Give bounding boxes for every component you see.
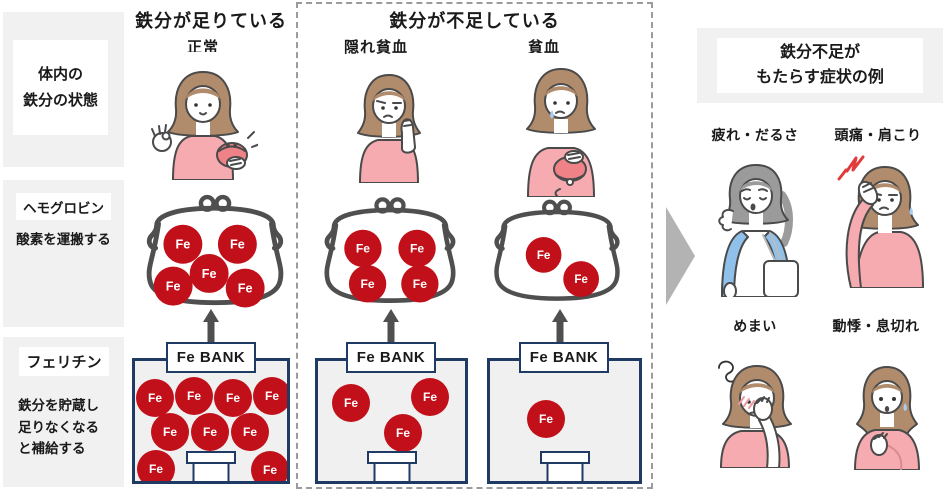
section-deficient-header: 鉄分が不足している — [389, 11, 560, 31]
dizziness-woman-icon — [718, 360, 792, 468]
fe-coin-label: Fe — [238, 281, 253, 295]
symptom-label-palpitations: 動悸・息切れ — [832, 318, 920, 334]
bank-pedestal-top — [366, 451, 417, 464]
ferritin-desc: 鉄分を貯蔵し 足りなくなる と補給する — [18, 395, 124, 460]
column-hidden-anemia-label: 隠れ貧血 — [343, 39, 408, 56]
up-arrow-icon — [203, 309, 219, 345]
bank-pedestal-column — [192, 462, 230, 481]
fe-coin: Fe — [332, 384, 370, 422]
fe-coin-label: Fe — [356, 242, 370, 256]
state-label-line1: 体内の — [37, 66, 83, 83]
fe-coin: Fe — [527, 400, 565, 438]
column-normal-label: 正常 — [186, 39, 219, 56]
symptom-label-dizziness: めまい — [733, 318, 777, 334]
bank-pedestal-top — [539, 451, 590, 464]
fe-coin — [563, 261, 599, 297]
arrow-right-icon — [666, 207, 695, 305]
symptoms-header-line2: もたらす症状の例 — [756, 68, 884, 86]
fe-coin-label: Fe — [413, 277, 427, 291]
ferritin-desc-line3: と補給する — [18, 441, 86, 457]
symptoms-header-box: 鉄分不足が もたらす症状の例 — [697, 28, 943, 103]
deficient-section-border — [296, 2, 653, 489]
headache-woman-icon — [837, 155, 924, 288]
fe-coin: Fe — [137, 450, 175, 481]
fe-coin-label: Fe — [175, 238, 190, 252]
fe-coin — [217, 224, 257, 264]
ferritin-desc-line2: 足りなくなる — [18, 419, 99, 435]
symptom-label-fatigue: 疲れ・だるさ — [711, 127, 799, 143]
illustration-fatigue — [700, 143, 810, 297]
fatigue-woman-icon — [718, 164, 799, 297]
fe-coin: Fe — [253, 377, 287, 415]
sidebar-box-state: 体内の 鉄分の状態 — [3, 12, 124, 167]
hemoglobin-desc: 酸素を運搬する — [16, 232, 111, 247]
sidebar-box-ferritin: フェリチン 鉄分を貯蔵し 足りなくなる と補給する — [3, 337, 124, 487]
illustration-anemia-woman — [508, 53, 614, 197]
section-sufficient-header: 鉄分が足りている — [135, 11, 287, 31]
fe-coin-label: Fe — [574, 273, 588, 286]
fe-coin: Fe — [251, 451, 287, 481]
fe-coin: Fe — [175, 377, 213, 415]
fe-coin-label: Fe — [410, 242, 424, 256]
fe-coin — [348, 265, 387, 303]
normal-woman-icon — [151, 71, 258, 180]
fe-coin: Fe — [191, 413, 229, 451]
fe-coin — [153, 266, 193, 306]
ferritin-title: フェリチン — [19, 347, 109, 376]
illustration-palpitations — [843, 355, 927, 470]
fe-coin: Fe — [136, 379, 174, 417]
fe-coin: Fe — [214, 379, 252, 417]
palpitations-woman-icon — [854, 366, 920, 470]
fe-coin — [189, 253, 229, 293]
fe-coin — [344, 229, 382, 268]
fe-coin: Fe — [151, 413, 189, 451]
fe-coin — [525, 236, 562, 273]
sidebar-box-hemoglobin: ヘモグロビン 酸素を運搬する — [3, 180, 124, 327]
fe-bank-label: Fe BANK — [519, 342, 609, 373]
bank-pedestal-column — [546, 462, 583, 481]
fe-coin: Fe — [411, 378, 449, 416]
symptom-label-headache: 頭痛・肩こり — [834, 127, 922, 143]
state-label-line2: 鉄分の状態 — [22, 91, 98, 109]
bank-pedestal-top — [186, 451, 236, 464]
ferritin-desc-line1: 鉄分を貯蔵し — [18, 398, 99, 413]
fe-coin-label: Fe — [230, 238, 245, 252]
illustration-headache — [817, 143, 942, 288]
symptoms-header: 鉄分不足が もたらす症状の例 — [717, 38, 923, 93]
illustration-normal-woman — [148, 52, 258, 180]
fe-coin — [398, 229, 436, 268]
symptoms-header-line1: 鉄分不足が — [779, 43, 860, 61]
anemia-woman-icon — [526, 68, 596, 197]
fe-coin-label: Fe — [166, 279, 181, 293]
fe-coin-label: Fe — [202, 267, 217, 281]
illustration-hidden-anemia-woman — [346, 57, 432, 183]
bank-pedestal-column — [373, 462, 410, 481]
fe-coin — [401, 265, 439, 303]
up-arrow-icon — [383, 309, 399, 345]
fe-coin: Fe — [384, 414, 422, 452]
fe-coin-label: Fe — [361, 277, 375, 291]
fe-bank-tank-anemia: Fe — [487, 358, 642, 484]
hemoglobin-title: ヘモグロビン — [16, 193, 111, 220]
hidden-anemia-woman-icon — [357, 74, 421, 183]
state-label-box: 体内の 鉄分の状態 — [13, 40, 108, 135]
illustration-dizziness — [705, 348, 803, 468]
fe-coin: Fe — [231, 413, 269, 451]
fe-coin-label: Fe — [537, 249, 551, 262]
fe-coin — [225, 268, 265, 308]
column-anemia-label: 貧血 — [527, 39, 560, 56]
fe-bank-label: Fe BANK — [166, 342, 256, 373]
fe-coin — [163, 224, 203, 264]
fe-bank-label: Fe BANK — [346, 342, 436, 373]
up-arrow-icon — [552, 309, 568, 345]
